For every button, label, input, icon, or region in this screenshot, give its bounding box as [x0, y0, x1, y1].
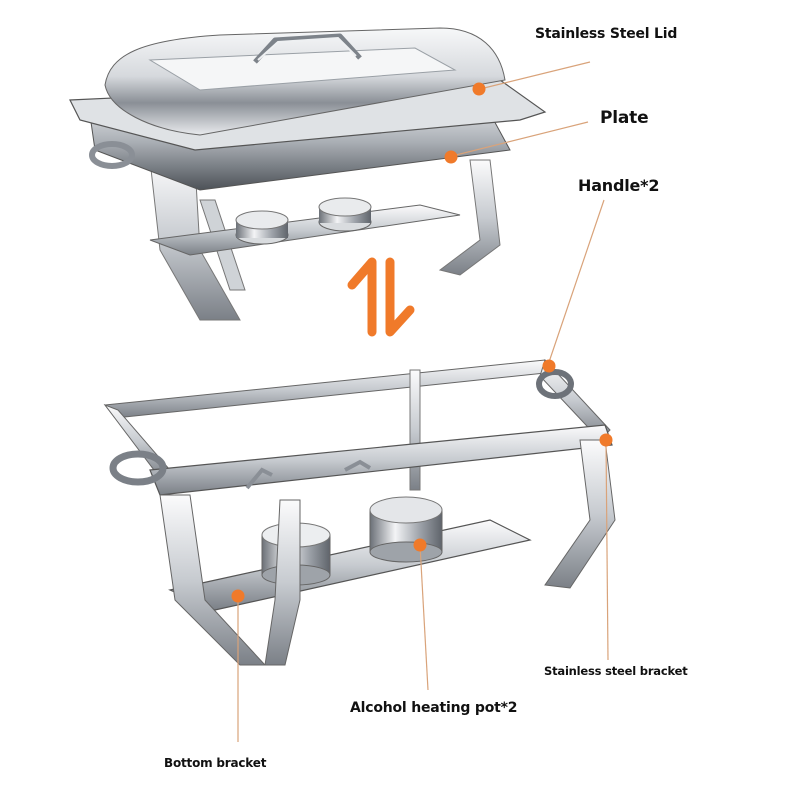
handle-callout-dot — [542, 359, 556, 373]
callout-dots — [231, 82, 613, 603]
frame-and-burners — [103, 359, 616, 666]
assembled-chafing-dish — [69, 27, 547, 321]
lid-callout-dot — [472, 82, 486, 96]
stainless-bracket-callout-dot — [599, 433, 613, 447]
label-handle: Handle*2 — [578, 176, 660, 195]
plate-callout-dot — [444, 150, 458, 164]
bottom-bracket-callout-dot — [231, 589, 245, 603]
swap-arrows-icon — [347, 257, 415, 337]
label-plate: Plate — [600, 108, 649, 128]
label-alcohol-heating-pot: Alcohol heating pot*2 — [350, 700, 518, 716]
label-bottom-bracket: Bottom bracket — [164, 756, 267, 770]
alcohol-pot-callout-dot — [413, 538, 427, 552]
label-stainless-steel-bracket: Stainless steel bracket — [544, 664, 688, 678]
leader-lines — [237, 61, 609, 742]
label-stainless-steel-lid: Stainless Steel Lid — [535, 26, 678, 42]
